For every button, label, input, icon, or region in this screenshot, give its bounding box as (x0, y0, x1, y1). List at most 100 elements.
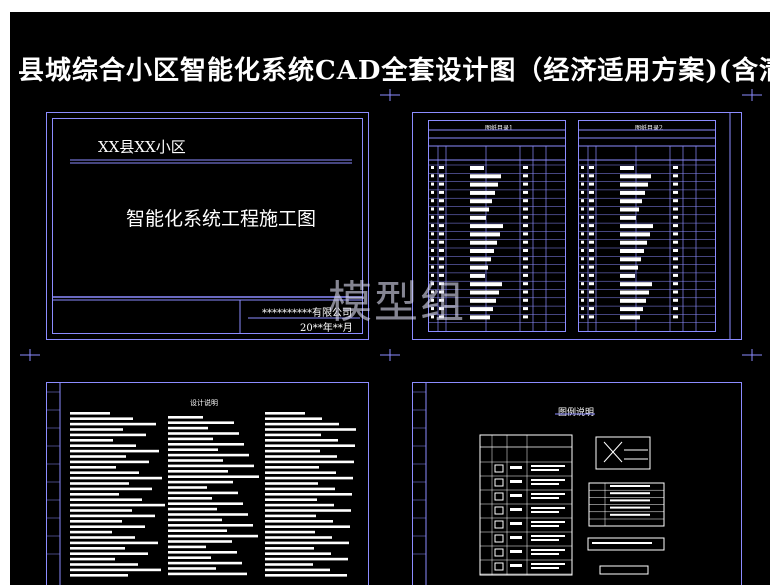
notes-text-line (168, 545, 206, 549)
notes-text-line (70, 449, 159, 453)
index-num (431, 307, 434, 311)
index-code (439, 307, 444, 311)
index-name (620, 232, 650, 237)
index-num (431, 174, 434, 178)
index-size (673, 273, 678, 277)
index-num (581, 290, 584, 294)
notes-text-line (168, 556, 211, 559)
index-size (673, 199, 678, 203)
legend-side-text (610, 499, 650, 502)
index-code (589, 257, 594, 261)
notes-text-line (265, 412, 305, 415)
index-code (589, 199, 594, 203)
notes-text-line (265, 520, 333, 523)
notes-text-line (168, 534, 258, 538)
legend-side-text (610, 485, 650, 487)
notes-text-line (168, 426, 208, 430)
index-code (439, 174, 444, 178)
notes-text-line (168, 567, 216, 570)
notes-text-line (70, 563, 138, 566)
legend-note-box (587, 537, 665, 551)
notes-text-line (70, 493, 119, 496)
legend-desc (531, 563, 565, 565)
legend-desc (531, 479, 565, 481)
notes-text-line (70, 460, 149, 464)
legend-symbol (494, 506, 504, 515)
legend-desc (531, 507, 565, 509)
legend-name (510, 494, 522, 497)
index-size (673, 265, 678, 269)
index-code (589, 298, 594, 302)
index-code (589, 265, 594, 269)
legend-desc (531, 553, 559, 555)
index-code (439, 257, 444, 261)
index-size (673, 190, 678, 194)
index-num (581, 257, 584, 261)
notes-text-line (70, 574, 128, 577)
notes-text-line (70, 509, 132, 512)
index-name (470, 174, 501, 179)
index-num (431, 290, 434, 294)
notes-text-line (168, 453, 249, 457)
index-name (470, 290, 499, 295)
notes-text-line (70, 557, 115, 561)
notes-text-line (265, 417, 322, 420)
index-num (431, 282, 434, 286)
notes-text-line (265, 444, 355, 447)
notes-text-line (168, 507, 217, 511)
index-num (431, 199, 434, 203)
notes-text-line (168, 416, 203, 419)
index-size (673, 282, 678, 286)
index-num (431, 166, 434, 169)
index-name (620, 273, 635, 278)
index-code (439, 190, 444, 194)
index-size (673, 249, 678, 252)
notes-text-line (168, 443, 244, 446)
index-name (470, 207, 489, 212)
notes-text-line (168, 480, 233, 484)
notes-text-line (70, 412, 110, 415)
index-num (581, 315, 584, 319)
index-name (620, 265, 638, 270)
index-num (581, 232, 584, 236)
index-name (470, 232, 500, 237)
index-name (470, 240, 497, 245)
notes-text-line (70, 439, 113, 442)
notes-text-line (168, 529, 227, 532)
index-code (439, 207, 444, 211)
notes-text-line (265, 439, 338, 442)
notes-text-line (168, 524, 253, 527)
notes-text-line (168, 513, 248, 516)
index-name (470, 282, 502, 287)
index-code (439, 290, 444, 294)
notes-text-line (265, 541, 349, 545)
notes-text-line (265, 509, 351, 512)
legend-name (510, 480, 522, 483)
notes-text-line (265, 471, 336, 474)
index-code (589, 240, 594, 244)
legend-symbol (494, 534, 504, 543)
index-code (439, 224, 444, 228)
index-name (620, 307, 643, 312)
notes-text-line (70, 514, 155, 518)
notes-text-line (168, 491, 238, 495)
notes-text-line (70, 487, 152, 491)
index-size (673, 307, 678, 311)
notes-text-line (265, 514, 316, 518)
legend-symbol (494, 520, 504, 529)
notes-text-line (168, 540, 232, 543)
cover-company: **********有限公司 (262, 308, 352, 319)
index-size (673, 240, 678, 244)
legend-name (510, 466, 522, 469)
index-right-title: 图纸目录2 (635, 125, 663, 132)
notes-text-line (70, 428, 123, 431)
index-name (620, 315, 640, 320)
index-name (620, 249, 644, 253)
index-size (523, 249, 528, 252)
index-name (620, 174, 651, 179)
index-code (589, 215, 594, 219)
cover-project-name: XX县XX小区 (98, 138, 186, 156)
legend-desc (531, 525, 559, 527)
notes-text-line (265, 498, 317, 501)
notes-text-line (265, 422, 339, 426)
